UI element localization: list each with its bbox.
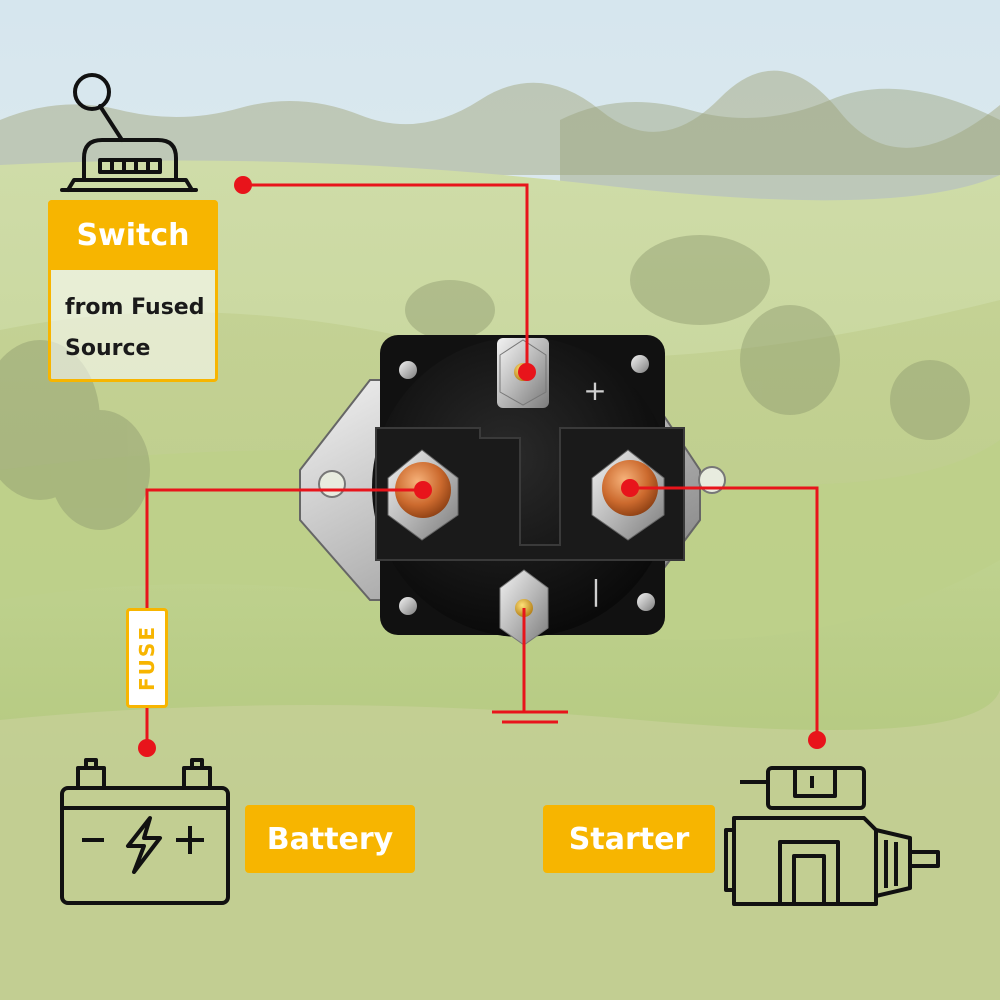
wiring	[145, 183, 819, 748]
switch-source-line1: from Fused	[65, 295, 205, 320]
switch-label: Switch	[48, 200, 218, 270]
positive-mark: +	[583, 374, 606, 407]
ground-terminal	[499, 569, 549, 646]
battery-label: Battery	[245, 805, 415, 873]
negative-mark: |	[591, 574, 600, 607]
starter-label: Starter	[543, 805, 715, 873]
switch-source-line2: Source	[65, 336, 151, 361]
fuse-text: FUSE	[135, 625, 159, 691]
wire-nodes	[138, 176, 826, 757]
switch-source-note: from Fused Source	[65, 287, 204, 369]
battery-icon	[60, 758, 230, 905]
fuse-label: FUSE	[126, 608, 168, 708]
starter-motor-icon	[724, 766, 940, 906]
switch-lever-icon	[60, 73, 198, 192]
ground-icon	[492, 710, 568, 724]
switch-callout: Switch from Fused Source	[48, 200, 218, 382]
solenoid-body	[372, 337, 672, 637]
